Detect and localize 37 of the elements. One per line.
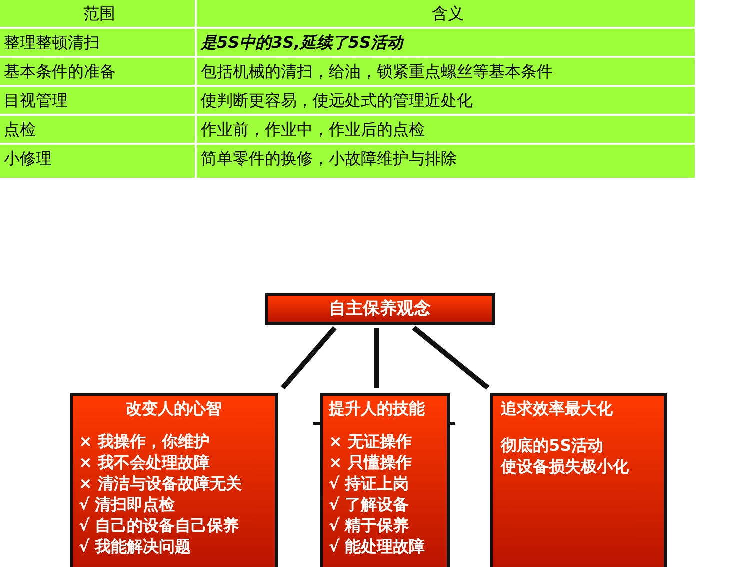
list-item: × 我操作，你维护: [79, 431, 211, 452]
table-header-cell: 范围: [0, 0, 195, 27]
table-cell: 作业前，作业中，作业后的点检: [197, 116, 695, 143]
list-item: √ 精于保养: [329, 515, 410, 536]
concept-box: [490, 393, 667, 567]
list-item: √ 了解设备: [329, 494, 410, 515]
concept-box: [320, 393, 450, 567]
concept-box: [70, 393, 278, 567]
list-item: × 我不会处理故障: [79, 452, 211, 473]
list-item: √ 持证上岗: [329, 473, 410, 494]
table-header-cell: 含义: [197, 0, 695, 27]
box-heading: 改变人的心智: [125, 398, 223, 419]
table-cell: 使判断更容易，使远处式的管理近处化: [197, 87, 695, 114]
box-heading: 追求效率最大化: [501, 398, 614, 419]
table-cell: 小修理: [0, 145, 195, 178]
table-cell: 点检: [0, 116, 195, 143]
list-item: √ 我能解决问题: [79, 536, 192, 557]
list-item: 使设备损失极小化: [501, 456, 630, 477]
list-item: × 只懂操作: [329, 452, 413, 473]
table-cell: 是5S中的3S,延续了5S活动: [197, 29, 695, 56]
box-heading: 自主保养观念: [328, 299, 432, 320]
box-heading: 提升人的技能: [329, 398, 426, 420]
list-item: √ 清扫即点检: [79, 494, 176, 515]
list-item: 彻底的5S活动: [501, 435, 605, 456]
list-item: √ 能处理故障: [329, 536, 426, 557]
table-cell: 基本条件的准备: [0, 58, 195, 85]
table-cell: 简单零件的换修，小故障维护与排除: [197, 145, 695, 178]
connector-line: [281, 326, 337, 390]
connector-line: [412, 326, 490, 390]
table-cell: 包括机械的清扫，给油，锁紧重点螺丝等基本条件: [197, 58, 695, 85]
table-cell: 整理整顿清扫: [0, 29, 195, 56]
connector-line: [374, 328, 380, 388]
title-box: [265, 293, 495, 325]
table-cell: 目视管理: [0, 87, 195, 114]
list-item: × 无证操作: [329, 431, 413, 452]
list-item: √ 自己的设备自己保养: [79, 515, 240, 536]
list-item: × 清洁与设备故障无关: [79, 473, 243, 494]
